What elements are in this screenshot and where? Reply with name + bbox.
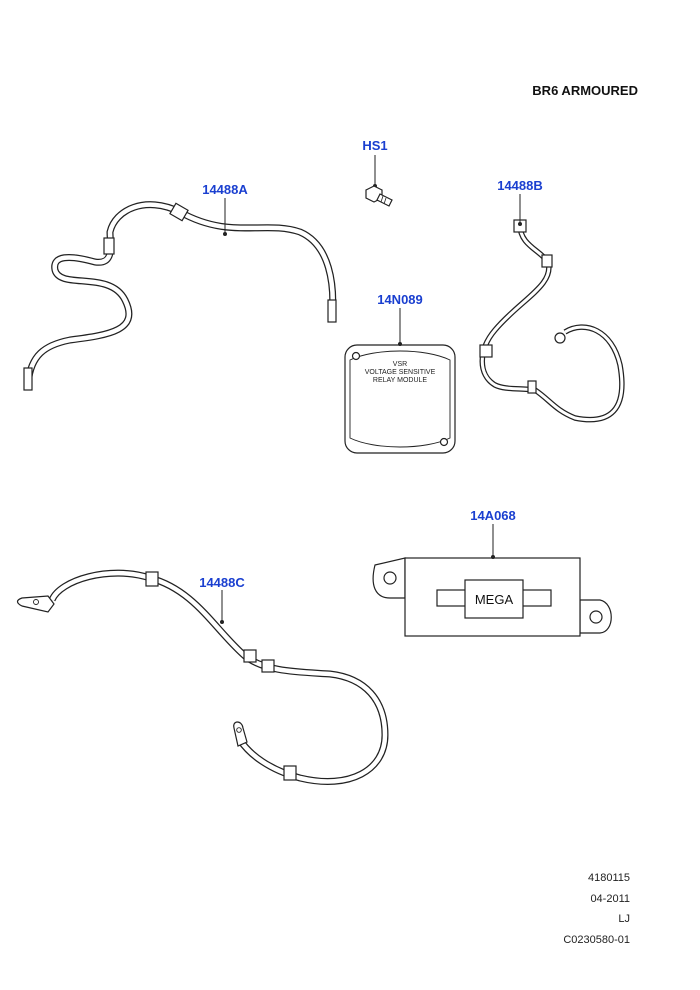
fuse-holder: MEGA [372,557,612,637]
cable-14488c [16,569,389,785]
harness-b-eyelet [554,332,566,344]
cable-c-sleeve-2 [243,649,257,663]
fuse-terminal-left [436,589,468,607]
harness-14488b [479,219,625,423]
harness-b-clip [541,254,553,268]
callout-14488b: 14488B [497,178,543,193]
cable-c-lug-right [233,721,248,747]
relay-label-2: VOLTAGE SENSITIVE [365,369,436,376]
bolt-shank [376,193,393,207]
fuse-ear-right-hole [589,610,603,624]
cable-a-joint [103,237,115,255]
relay-hole-top-left [351,351,361,361]
relay-label-3: RELAY MODULE [373,377,428,384]
relay-hole-bottom-right [439,437,449,447]
cable-a-terminal-left [23,367,33,391]
cable-14488a [23,201,337,391]
relay-label-1: VSR [393,361,407,368]
bolt-hs1 [365,155,393,207]
cable-c-sleeve-4 [283,765,297,781]
fuse-ear-left-hole [383,571,397,585]
callout-14488c: 14488C [199,575,245,590]
callout-14488a: 14488A [202,182,248,197]
callout-14a068: 14A068 [470,508,516,523]
footer-code: 4180115 [587,872,630,884]
harness-b-tab [527,380,537,394]
diagram-title: BR6 ARMOURED [532,83,638,98]
fuse-terminal-right [520,589,552,607]
harness-b-grommet [479,344,493,358]
relay-module: VSR VOLTAGE SENSITIVE RELAY MODULE [344,344,456,454]
cable-a-terminal-right [327,299,337,323]
callout-14n089: 14N089 [377,292,423,307]
footer-ref: C0230580-01 [563,934,630,946]
footer-date: 04-2011 [590,893,630,905]
callout-hs1: HS1 [362,138,387,153]
cable-a-sleeve [169,202,189,222]
cable-c-sleeve-1 [145,571,159,587]
fuse-element [464,579,524,619]
footer-initials: LJ [618,913,630,925]
cable-c-sleeve-3 [261,659,275,673]
fuse-label: MEGA [475,592,514,607]
